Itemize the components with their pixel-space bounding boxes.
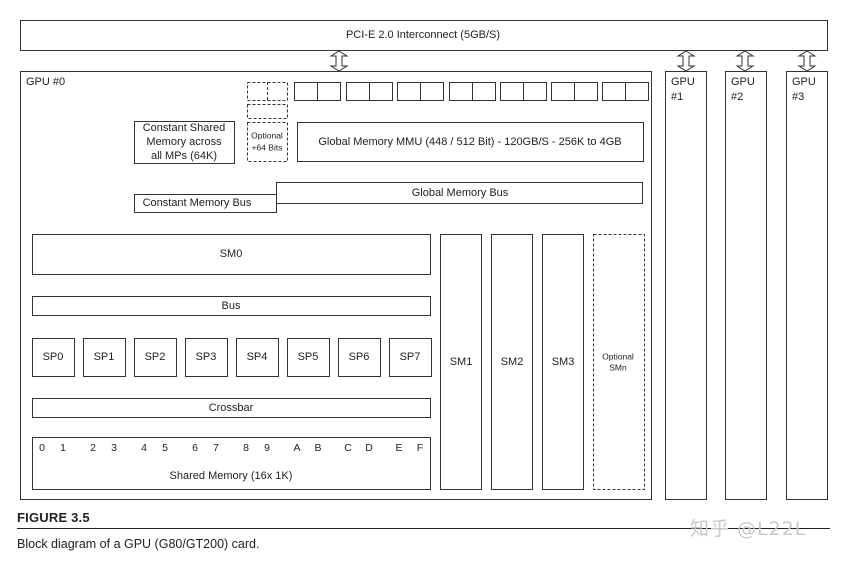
sp3-label: SP3 — [196, 351, 217, 363]
sp0-box — [32, 338, 75, 377]
memory-bank-label: F — [417, 442, 423, 454]
sp1-box — [83, 338, 126, 377]
memory-bank-label: 3 — [111, 442, 117, 454]
pcie-interconnect-bar — [20, 20, 828, 51]
gpu2-box — [725, 71, 767, 500]
sp4-label: SP4 — [247, 351, 268, 363]
gpu3-label-line1: GPU — [792, 76, 816, 88]
figure-title: FIGURE 3.5 — [17, 510, 90, 525]
pcie-gpu2-arrow — [735, 50, 755, 72]
sm1-box — [440, 234, 482, 490]
sp0-label: SP0 — [43, 351, 64, 363]
sp3-box — [185, 338, 228, 377]
optional-chip-connector — [247, 104, 288, 119]
global-memory-mmu — [297, 122, 644, 162]
global-memory-bus — [276, 182, 643, 204]
sp2-box — [134, 338, 177, 377]
global-memory-bus-label: Global Memory Bus — [412, 187, 509, 199]
memory-bank-label: 5 — [162, 442, 168, 454]
optional-64-label-line2: +64 Bits — [252, 142, 283, 152]
gpu2-label-line1: GPU — [731, 76, 755, 88]
constant-shared-memory-line1: Constant Shared — [143, 122, 226, 134]
optional-smn-label-line2: SMn — [609, 362, 627, 372]
figure-caption: Block diagram of a GPU (G80/GT200) card. — [17, 537, 260, 551]
constant-memory-bus-label: Constant Memory Bus — [143, 197, 252, 209]
optional-64-label-line1: Optional — [251, 130, 283, 140]
constant-shared-memory-box — [134, 121, 235, 164]
sp2-label: SP2 — [145, 351, 166, 363]
memory-bank-label: A — [293, 442, 300, 454]
optional-smn-label-line1: Optional — [602, 351, 634, 361]
memory-bank-label: D — [365, 442, 373, 454]
gpu1-label-line1: GPU — [671, 76, 695, 88]
pcie-gpu0-arrow — [329, 50, 349, 72]
memory-bank-label: B — [314, 442, 321, 454]
gpu2-label-line2: #2 — [731, 91, 743, 103]
memory-bank-label: E — [395, 442, 402, 454]
sm0-internal-bus — [32, 296, 431, 316]
caption-divider — [17, 528, 830, 529]
memory-bank-label: C — [344, 442, 352, 454]
sm1-label: SM1 — [450, 356, 473, 368]
memory-bank-label: 8 — [243, 442, 249, 454]
memory-bank-label: 9 — [264, 442, 270, 454]
shared-memory-label: Shared Memory (16x 1K) — [170, 470, 293, 482]
memory-bank-label: 2 — [90, 442, 96, 454]
gpu3-label-line2: #3 — [792, 91, 804, 103]
memory-bank-label: 1 — [60, 442, 66, 454]
sm0-label: SM0 — [220, 248, 243, 260]
global-memory-mmu-label: Global Memory MMU (448 / 512 Bit) - 120G… — [318, 136, 621, 148]
sm3-label: SM3 — [552, 356, 575, 368]
memory-bank-label: 6 — [192, 442, 198, 454]
sm2-label: SM2 — [501, 356, 524, 368]
memory-bank-label: 0 — [39, 442, 45, 454]
pcie-interconnect-label: PCI-E 2.0 Interconnect (5GB/S) — [346, 29, 500, 41]
sp5-label: SP5 — [298, 351, 319, 363]
memory-bank-label: 4 — [141, 442, 147, 454]
constant-shared-memory-line2: Memory across — [146, 136, 222, 148]
sp4-box — [236, 338, 279, 377]
pcie-gpu1-arrow — [676, 50, 696, 72]
sp6-box — [338, 338, 381, 377]
sp7-label: SP7 — [400, 351, 421, 363]
optional-smn-box — [593, 234, 645, 490]
sp7-box — [389, 338, 432, 377]
gpu1-box — [665, 71, 707, 500]
optional-64-bits-box — [247, 122, 288, 162]
constant-shared-memory-line3: all MPs (64K) — [151, 150, 217, 162]
sp6-label: SP6 — [349, 351, 370, 363]
watermark: 知乎 @L22L — [690, 518, 807, 540]
crossbar-box — [32, 398, 431, 418]
sm0-bus-label: Bus — [222, 300, 241, 312]
sp5-box — [287, 338, 330, 377]
sm2-box — [491, 234, 533, 490]
pcie-gpu3-arrow — [797, 50, 817, 72]
sm0-box — [32, 234, 431, 275]
crossbar-label: Crossbar — [209, 402, 254, 414]
gpu3-box — [786, 71, 828, 500]
gpu0-label: GPU #0 — [26, 76, 65, 88]
sp1-label: SP1 — [94, 351, 115, 363]
memory-bank-label: 7 — [213, 442, 219, 454]
gpu1-label-line2: #1 — [671, 91, 683, 103]
sm3-box — [542, 234, 584, 490]
shared-memory-box — [32, 437, 431, 490]
